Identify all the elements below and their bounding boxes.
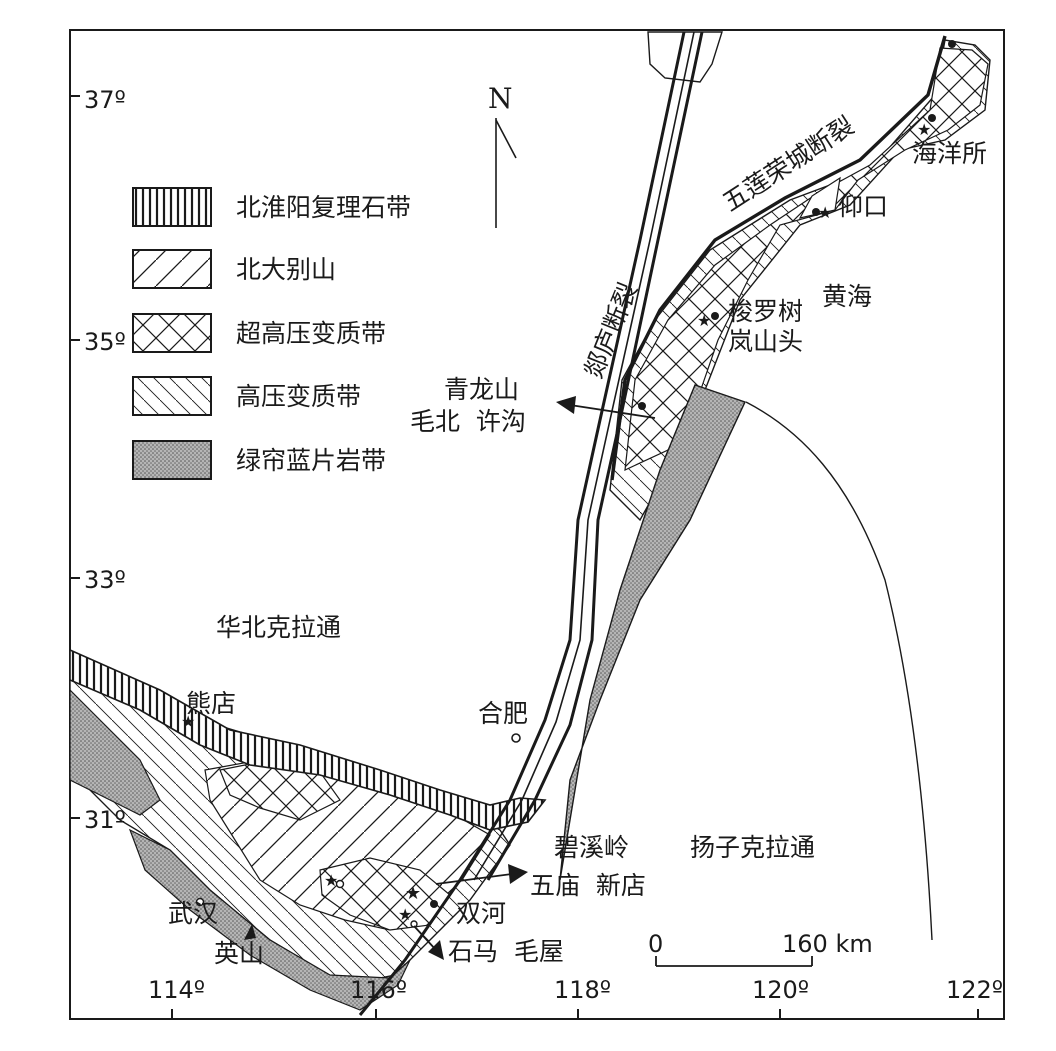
legend: 北淮阳复理石带 北大别山 超高压变质带 高压变质带 绿帘蓝片岩带 <box>132 187 411 480</box>
scale-bar: 0 160 km <box>648 930 873 967</box>
locality-lanshantou: 岚山头 <box>728 327 803 356</box>
legend-label-beihuaiyang: 北淮阳复理石带 <box>236 193 411 222</box>
yangtze-craton-label: 扬子克拉通 <box>690 833 815 862</box>
dot-marker <box>812 208 820 216</box>
star-marker: ★ <box>181 712 195 731</box>
sulu-uhp-belt <box>624 47 989 471</box>
dot-marker <box>638 402 646 410</box>
legend-swatch-blueschist <box>132 440 212 480</box>
wulian-fault <box>610 35 947 481</box>
wumiao-arrow-line <box>435 873 513 885</box>
legend-label-blueschist: 绿帘蓝片岩带 <box>236 446 386 475</box>
scale-bar-end-label: 160 km <box>782 930 873 958</box>
dabie-blueschist-south <box>128 828 411 1011</box>
north-landmass <box>647 31 723 83</box>
star-marker: ★ <box>697 311 711 330</box>
coastline <box>745 401 933 941</box>
lat-label-37: 37º <box>84 86 126 114</box>
lat-label-35: 35º <box>84 328 126 356</box>
star-marker: ★ <box>398 905 412 924</box>
lat-ticks: 37º 35º 33º 31º <box>70 86 126 834</box>
qinglongshan-arrow-line <box>569 404 656 419</box>
locality-suoluoshu: 梭罗树 <box>728 297 803 326</box>
open-circle-marker <box>195 897 205 907</box>
legend-label-north-dabie: 北大别山 <box>236 255 336 284</box>
dot-marker <box>711 312 719 320</box>
beihuaiyang-belt <box>69 648 547 831</box>
lon-ticks: 114º 116º 118º 120º 122º <box>148 976 1003 1019</box>
locality-shuanghe: 双河 <box>456 899 506 928</box>
lon-label-114: 114º <box>148 976 205 1004</box>
tanlu-fault-2 <box>473 31 695 881</box>
star-marker: ★ <box>917 120 931 139</box>
yingshan-marker <box>244 924 256 940</box>
map-frame <box>69 29 1005 1020</box>
sulu-blueschist <box>559 384 746 881</box>
yangkou-inlet <box>798 176 841 219</box>
north-china-craton-label: 华北克拉通 <box>216 613 341 642</box>
open-circle-marker <box>511 733 521 743</box>
scale-bar-start-label: 0 <box>648 930 663 958</box>
wumiao-arrow-head <box>508 864 528 884</box>
legend-swatch-hp <box>132 376 212 416</box>
locality-haiyangsuo: 海洋所 <box>912 139 987 168</box>
lat-label-31: 31º <box>84 806 126 834</box>
locality-bixiling: 碧溪岭 <box>554 833 629 862</box>
north-arrow-label: N <box>488 82 513 115</box>
dot-marker <box>948 40 956 48</box>
lon-label-118: 118º <box>554 976 611 1004</box>
yellow-sea-label: 黄海 <box>822 282 872 311</box>
open-circle-marker <box>335 879 345 889</box>
locality-xiongdian: 熊店 <box>186 689 236 718</box>
locality-wuhan: 武汉 <box>168 899 218 928</box>
locality-markers: ★ ★ ★ ★ ★ ★ ★ <box>181 40 956 928</box>
legend-label-uhp: 超高压变质带 <box>236 319 386 348</box>
legend-swatch-beihuaiyang <box>132 187 212 227</box>
locality-arrows <box>244 396 656 960</box>
locality-yingshan: 英山 <box>214 939 264 968</box>
star-marker: ★ <box>405 883 421 904</box>
lon-label-116: 116º <box>350 976 407 1004</box>
dabie-blueschist-west <box>69 688 161 816</box>
shima-arrow-line <box>413 925 437 951</box>
legend-label-hp: 高压变质带 <box>236 382 361 411</box>
lon-label-122: 122º <box>946 976 1003 1004</box>
star-marker: ★ <box>324 871 338 890</box>
shima-arrow-head <box>428 940 444 960</box>
north-arrow: N <box>488 82 517 228</box>
legend-swatch-north-dabie <box>132 249 212 289</box>
north-arrow-head <box>495 119 517 159</box>
tanlu-fault-3 <box>486 31 704 881</box>
locality-maobei-xugou: 毛北 许沟 <box>410 407 526 436</box>
locality-hefei: 合肥 <box>478 699 528 728</box>
locality-wumiao-xindian: 五庙 新店 <box>530 871 646 900</box>
lon-label-120: 120º <box>752 976 809 1004</box>
locality-shima-maowu: 石马 毛屋 <box>448 937 564 966</box>
lat-label-33: 33º <box>84 566 126 594</box>
qinglongshan-arrow-head <box>556 396 576 414</box>
dot-marker <box>928 114 936 122</box>
locality-qinglongshan: 青龙山 <box>444 375 519 404</box>
locality-yangkou: 仰口 <box>838 192 888 221</box>
star-marker: ★ <box>818 203 832 222</box>
dot-marker <box>430 900 438 908</box>
tanlu-fault-1 <box>358 31 686 1016</box>
legend-swatch-uhp <box>132 313 212 353</box>
